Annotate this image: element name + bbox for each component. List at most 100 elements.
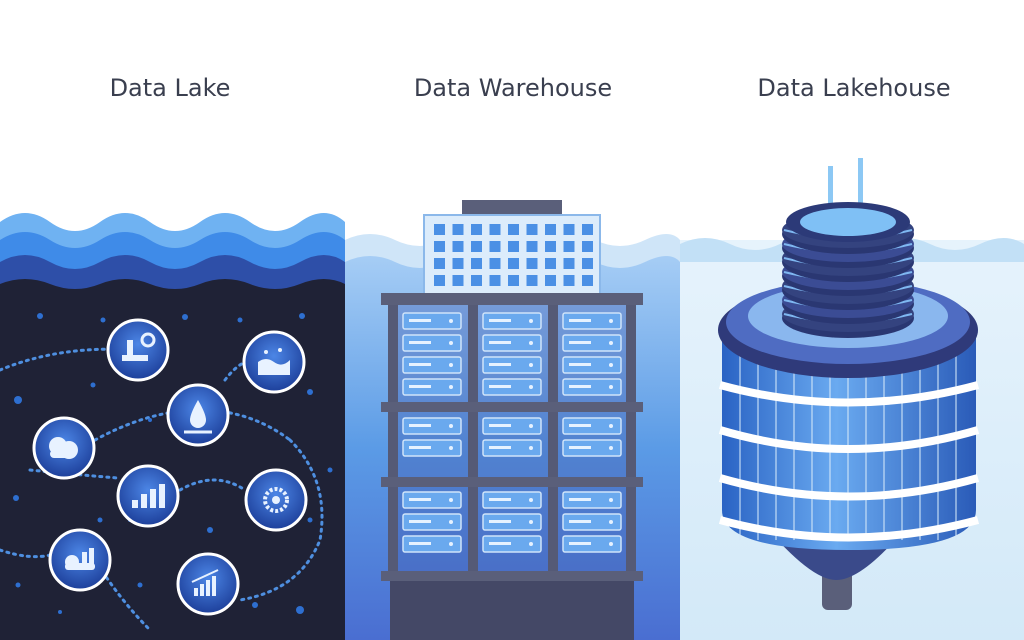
lakehouse-rings <box>718 381 980 542</box>
server-led <box>529 446 533 450</box>
server-unit <box>482 491 542 509</box>
server-led-strip <box>569 385 591 388</box>
server-unit <box>482 356 542 374</box>
server-unit <box>482 417 542 435</box>
server-unit <box>402 356 462 374</box>
warehouse-window <box>582 241 593 252</box>
warehouse-window <box>489 241 501 252</box>
server-unit <box>482 378 542 396</box>
server-unit <box>402 378 462 396</box>
server-led <box>449 520 453 524</box>
warehouse-window <box>452 224 464 235</box>
warehouse-window <box>508 224 519 235</box>
warehouse-window <box>489 275 501 286</box>
server-led <box>449 385 453 389</box>
server-led <box>449 446 453 450</box>
warehouse-window <box>434 258 445 269</box>
warehouse-window <box>563 258 575 269</box>
warehouse-window <box>545 224 556 235</box>
server-led-strip <box>409 424 431 427</box>
lakehouse-rod-right <box>858 158 863 240</box>
warehouse-windows <box>434 224 593 286</box>
server-led <box>529 385 533 389</box>
warehouse-window <box>563 224 575 235</box>
server-led-strip <box>489 446 511 449</box>
data-lakehouse-title: Data Lakehouse <box>757 74 951 102</box>
warehouse-window <box>563 241 575 252</box>
server-led-strip <box>489 520 511 523</box>
server-led-strip <box>409 542 431 545</box>
person-chart-icon <box>122 332 156 361</box>
server-unit <box>402 491 462 509</box>
lake-icon-growth-chart <box>176 552 240 616</box>
server-led-strip <box>489 363 511 366</box>
server-led-strip <box>409 341 431 344</box>
server-led-strip <box>489 424 511 427</box>
server-led <box>609 319 613 323</box>
server-led <box>449 363 453 367</box>
warehouse-window <box>471 224 482 235</box>
warehouse-window <box>489 258 501 269</box>
server-led <box>609 424 613 428</box>
server-led-strip <box>489 341 511 344</box>
warehouse-column-left <box>388 305 398 575</box>
server-led <box>609 363 613 367</box>
server-led <box>529 363 533 367</box>
lake-panel <box>0 213 345 640</box>
lakehouse-tower-opening <box>800 208 896 236</box>
server-led <box>609 498 613 502</box>
server-led-strip <box>489 542 511 545</box>
server-led <box>609 446 613 450</box>
data-warehouse-title: Data Warehouse <box>413 74 613 102</box>
server-led-strip <box>569 319 591 322</box>
server-unit <box>562 417 622 435</box>
server-led-strip <box>409 520 431 523</box>
warehouse-window <box>452 258 464 269</box>
server-unit <box>562 491 622 509</box>
server-led <box>529 424 533 428</box>
growth-chart-icon <box>191 569 219 596</box>
warehouse-column-right <box>626 305 636 575</box>
water-drop-icon <box>184 400 212 434</box>
server-led <box>449 542 453 546</box>
lake-icon-water-drop <box>166 383 230 447</box>
server-unit <box>562 535 622 553</box>
server-led-strip <box>489 385 511 388</box>
warehouse-window <box>508 258 519 269</box>
server-led <box>529 341 533 345</box>
server-led-strip <box>569 542 591 545</box>
server-led <box>449 498 453 502</box>
warehouse-window <box>545 258 556 269</box>
warehouse-window <box>582 275 593 286</box>
lake-icon-landscape <box>242 330 306 394</box>
warehouse-window <box>563 275 575 286</box>
server-led <box>529 520 533 524</box>
warehouse-window <box>489 224 501 235</box>
server-led-strip <box>409 498 431 501</box>
warehouse-window <box>508 241 519 252</box>
server-unit <box>402 417 462 435</box>
server-led <box>609 542 613 546</box>
server-led-strip <box>569 446 591 449</box>
landscape-icon <box>258 348 290 375</box>
lake-dots <box>13 313 333 614</box>
warehouse-window <box>434 241 445 252</box>
lake-icon-cloud-chart <box>48 528 112 592</box>
server-unit <box>402 334 462 352</box>
warehouse-roof <box>462 200 562 216</box>
warehouse-window <box>545 275 556 286</box>
server-led-strip <box>489 498 511 501</box>
server-unit <box>562 334 622 352</box>
warehouse-window <box>526 275 538 286</box>
server-unit <box>482 535 542 553</box>
lake-icon-cloud <box>32 416 96 480</box>
warehouse-window <box>508 275 519 286</box>
server-led <box>449 424 453 428</box>
server-led <box>609 385 613 389</box>
warehouse-window <box>471 258 482 269</box>
server-led <box>609 341 613 345</box>
cloud-icon <box>49 437 78 459</box>
server-unit <box>402 535 462 553</box>
lake-wave-base <box>0 279 345 300</box>
